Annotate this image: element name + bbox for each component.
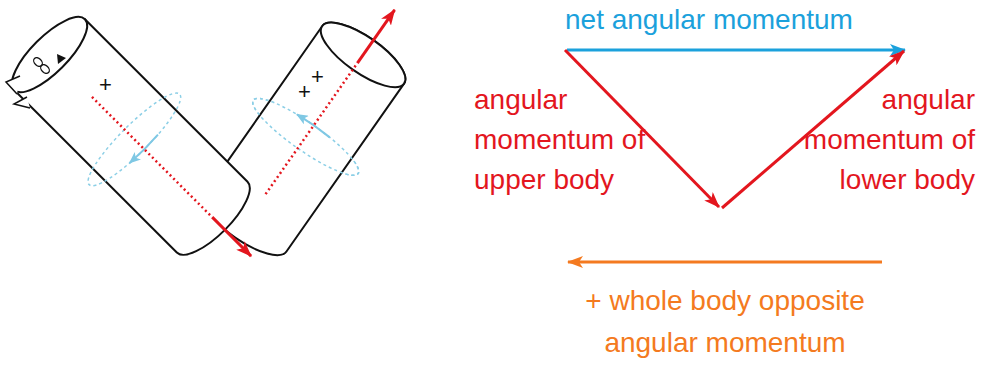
upper-body-label: angular momentum of upper body [474, 80, 664, 200]
cat-face [6, 54, 66, 108]
plus-mark: + [99, 74, 112, 96]
net-vector [567, 49, 905, 52]
opposite-label: + whole body opposite angular momentum [568, 280, 882, 364]
upper-body-cylinder [0, 0, 296, 301]
lower-body-label: angular momentum of lower body [780, 80, 975, 200]
opposite-vector [568, 261, 882, 264]
plus-mark: + [311, 66, 324, 88]
plus-mark: + [298, 81, 311, 103]
net-label: net angular momentum [565, 2, 853, 38]
